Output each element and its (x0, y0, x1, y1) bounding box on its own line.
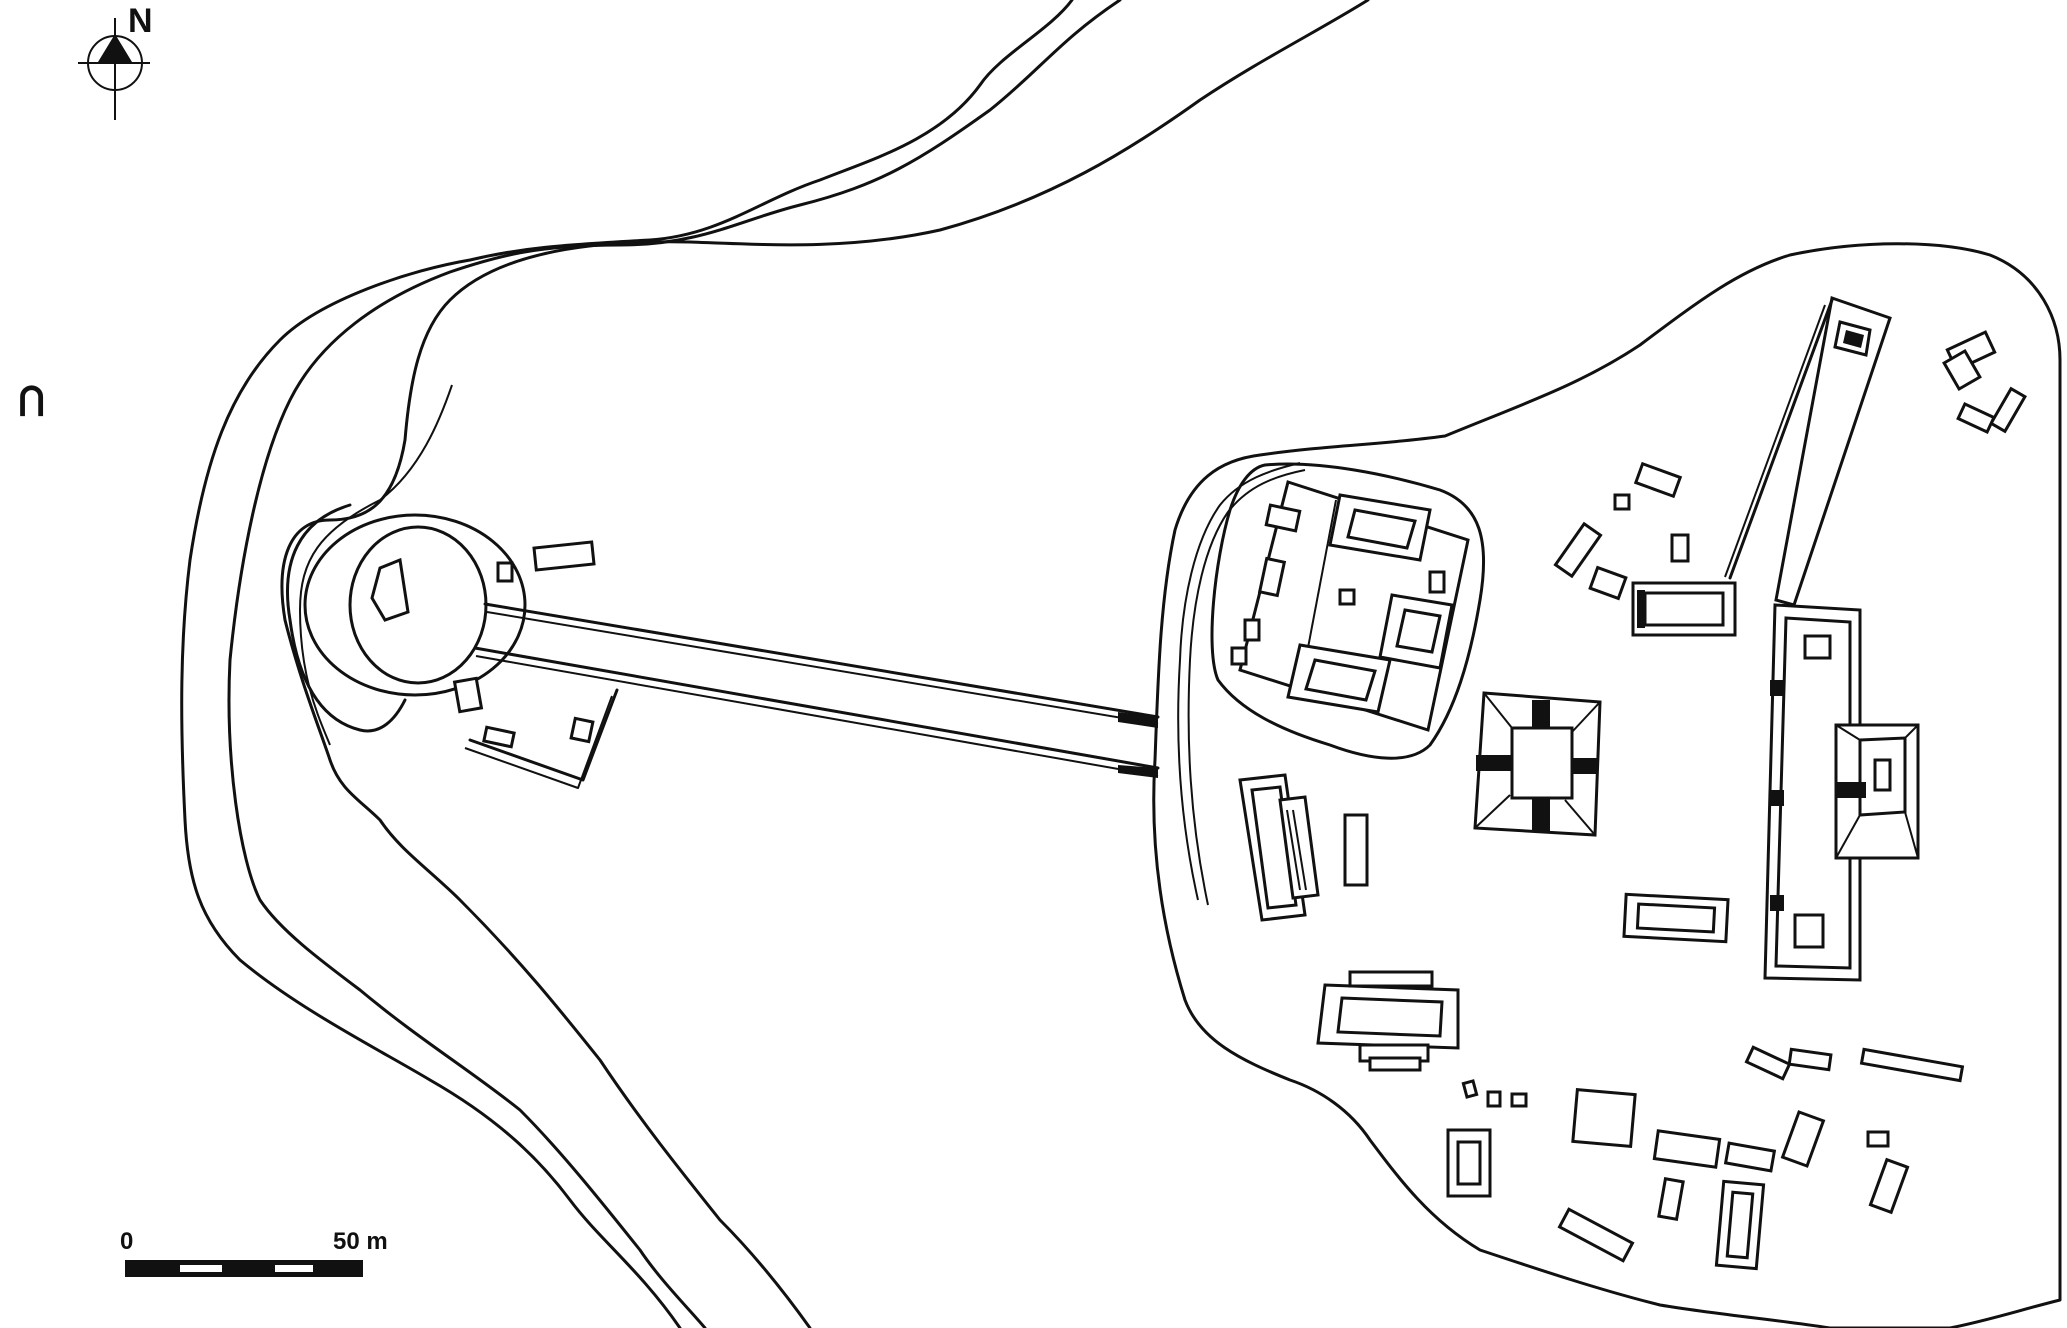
east-long-platform (1763, 603, 1862, 982)
platform-north-center (1631, 581, 1737, 637)
temple-stepped-south (1316, 970, 1460, 1072)
enclosure-building-1 (482, 725, 516, 749)
fort-middle-wall (303, 513, 527, 697)
fort-inner-building (370, 557, 410, 622)
fort-gate-house (452, 676, 484, 714)
minor-structure-22 (1657, 1176, 1685, 1222)
scale-bar-segment-1 (180, 1265, 222, 1272)
compound-temple-north (1328, 493, 1432, 562)
scale-label-end: 50 m (333, 1228, 388, 1255)
compound-building-west-2 (1243, 618, 1261, 642)
scale-label-start: 0 (120, 1228, 133, 1255)
minor-structure-13 (1461, 1079, 1479, 1099)
ne-avenue-east (1774, 296, 1892, 607)
ne-avenue (1724, 296, 1892, 607)
compound-altar (1338, 588, 1356, 606)
minor-structure-20 (1866, 1130, 1890, 1148)
fort-outer-wall (286, 503, 407, 733)
minor-structure-2 (1613, 493, 1631, 511)
minor-structure-21 (1868, 1157, 1910, 1215)
causeway-south-edge-inner (475, 655, 1159, 777)
temple-stepped-west (1238, 773, 1320, 922)
compound-building-nw (1264, 503, 1302, 533)
contour-inner (280, 0, 1370, 1328)
east-platform-cell-south (1793, 913, 1825, 949)
narrow-building-west (1343, 813, 1369, 887)
scale-bar-body (125, 1260, 363, 1277)
minor-structure-17 (1652, 1129, 1722, 1169)
fort-small-hut (496, 561, 514, 583)
minor-structures (1446, 330, 2027, 1271)
compound-temple-east (1378, 593, 1454, 670)
minor-structure-10 (1744, 1045, 1792, 1081)
terrain-contours (180, 0, 1370, 1328)
ne-avenue-west-edge (1728, 298, 1834, 580)
contour-ring-bank (299, 384, 453, 746)
minor-structure-15 (1510, 1092, 1528, 1108)
minor-structure-25 (1446, 1128, 1492, 1198)
minor-structure-12 (1859, 1047, 1965, 1083)
scale-bar-segment-2 (275, 1265, 313, 1272)
enclosure-building-2 (569, 716, 595, 744)
minor-structure-19 (1780, 1110, 1826, 1168)
side-symbol: ⊃ (4, 381, 56, 420)
minor-structure-5 (1588, 565, 1628, 601)
minor-structure-18 (1723, 1141, 1777, 1173)
main-compound (1210, 462, 1486, 760)
ne-shrine-core (1843, 330, 1864, 348)
fort-inner-wall (348, 525, 488, 685)
minor-structure-23 (1557, 1207, 1635, 1263)
east-temple (1834, 723, 1920, 860)
minor-structure-11 (1787, 1047, 1833, 1072)
island-inner-shore (1177, 462, 1301, 901)
north-arrow: N (78, 2, 153, 120)
ne-avenue-west-edge-inner (1724, 304, 1826, 578)
compound-temple-south (1286, 643, 1392, 714)
causeway-south-terminal (1118, 765, 1158, 778)
platform-south-center (1622, 892, 1730, 944)
minor-structure-9 (1956, 401, 1996, 435)
minor-structure-3 (1553, 521, 1603, 579)
minor-structure-14 (1486, 1090, 1502, 1108)
fort-enclosure-inner (464, 695, 613, 789)
causeway-north-terminal (1118, 712, 1158, 728)
contour-second (227, 0, 1122, 1328)
island-inner-shore-2 (1187, 469, 1306, 906)
minor-structure-16 (1571, 1087, 1637, 1149)
compound-building-west-1 (1257, 556, 1287, 598)
compound-building-west-3 (1230, 646, 1248, 666)
causeway-north-edge-inner (486, 611, 1159, 725)
north-arrow-pointer (98, 34, 132, 62)
compound-outer-wall (1210, 462, 1486, 760)
minor-structure-24 (1714, 1179, 1766, 1271)
compound-building-east (1428, 570, 1446, 594)
scale-bar: 0 50 m (120, 1228, 388, 1277)
causeway (473, 602, 1160, 778)
minor-structure-4 (1670, 533, 1690, 563)
circular-fort (286, 503, 619, 789)
contour-outer-left (180, 0, 1074, 1328)
causeway-south-edge (473, 646, 1160, 770)
minor-structure-7 (1942, 348, 1982, 392)
north-label: N (128, 2, 153, 40)
fort-outbuilding (532, 540, 596, 572)
island-outline (1152, 242, 2062, 1328)
central-square-temple (1473, 691, 1602, 837)
minor-structure-8 (1989, 386, 2027, 434)
causeway-north-edge (483, 602, 1160, 719)
east-platform-cell-north (1803, 634, 1832, 660)
fort-enclosure-outer (468, 688, 619, 782)
minor-structure-1 (1633, 461, 1683, 499)
